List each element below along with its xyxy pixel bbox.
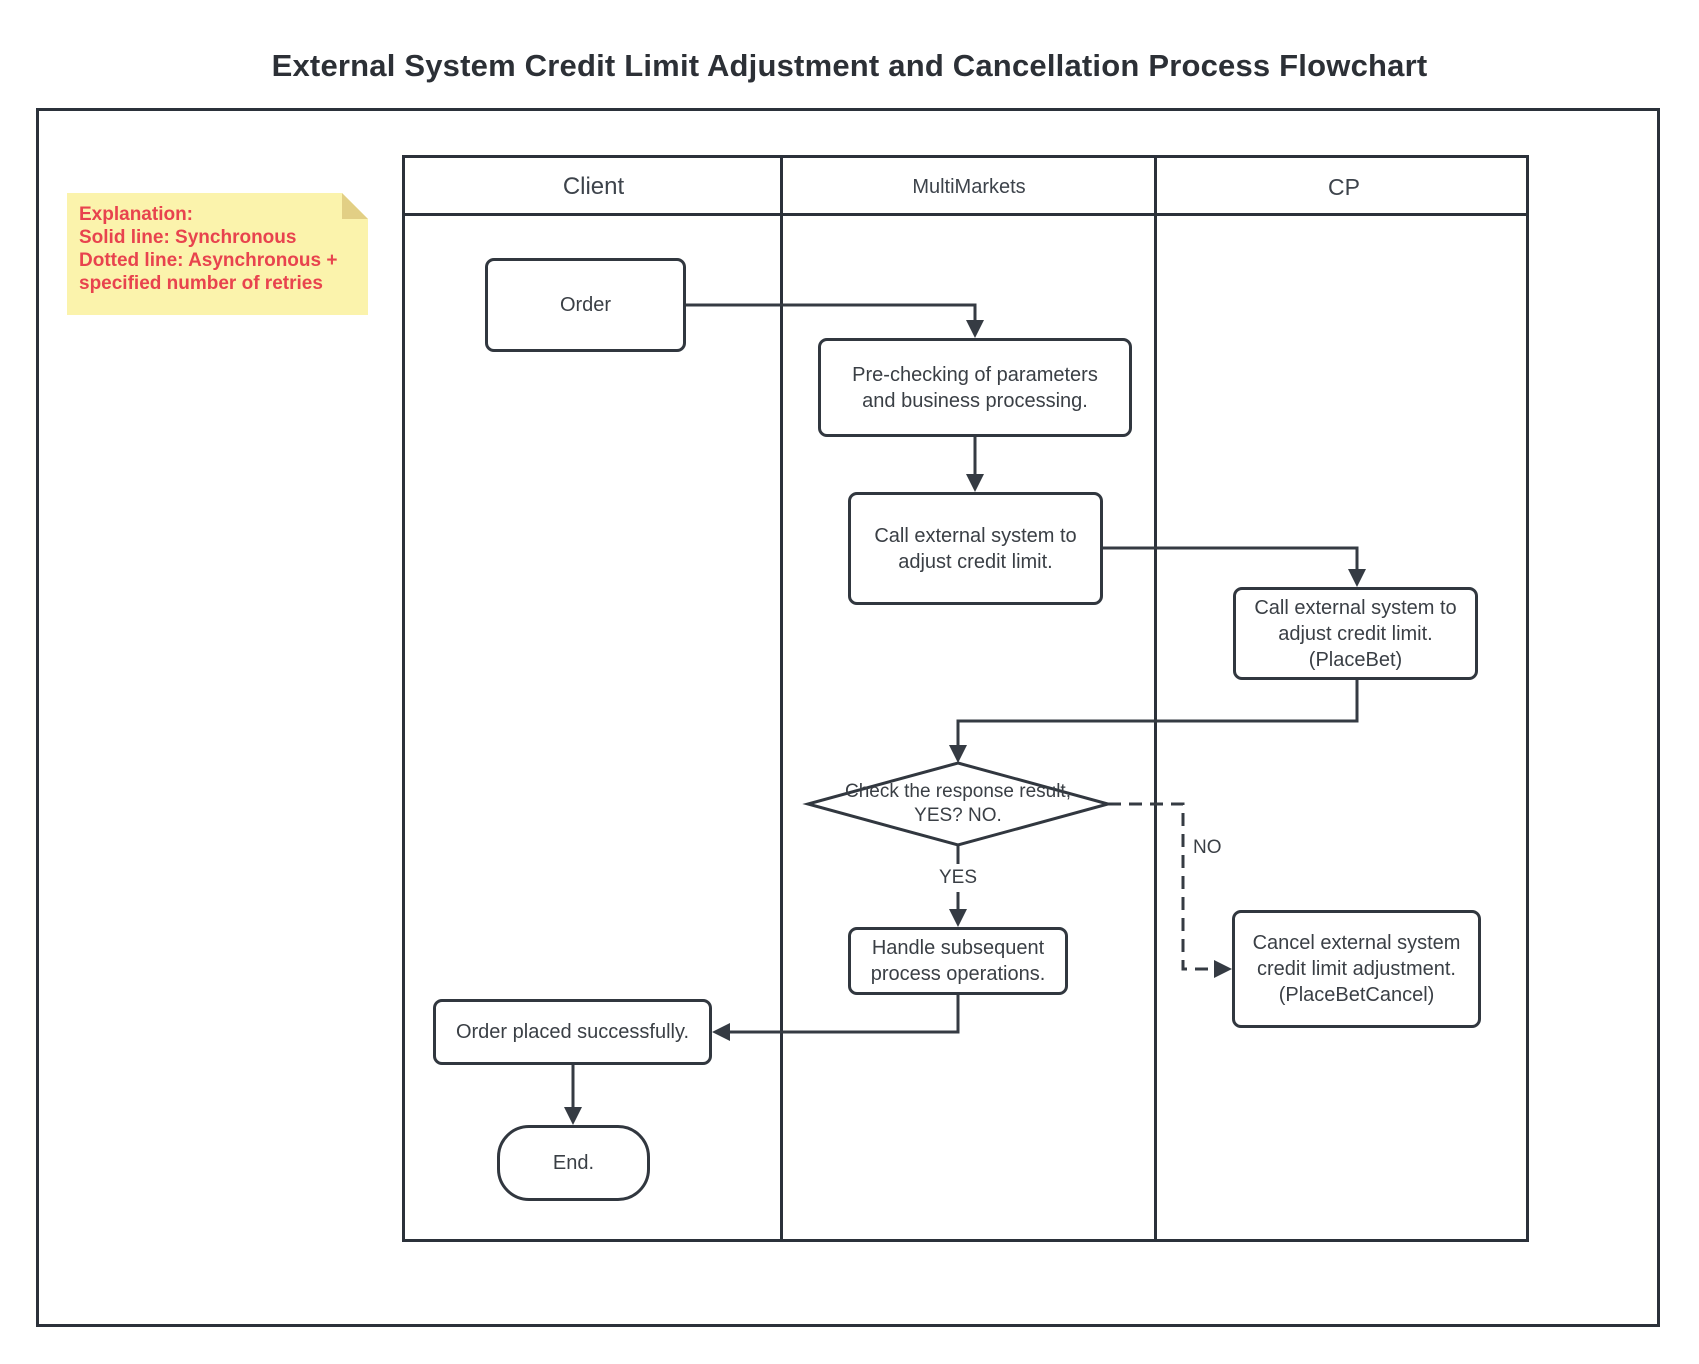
lane-label-multimarkets: MultiMarkets: [912, 175, 1026, 198]
note-line-solid: Solid line: Synchronous: [79, 227, 297, 248]
node-end-terminator: End.: [497, 1125, 650, 1201]
node-call-external-multimarkets: Call external system to adjust credit li…: [848, 492, 1103, 605]
lane-label-client: Client: [562, 173, 625, 200]
lane-header-client: Client: [405, 158, 782, 216]
node-call-external-placebet: Call external system to adjust credit li…: [1233, 587, 1478, 680]
node-order: Order: [485, 258, 686, 352]
lane-label-cp: CP: [1328, 173, 1360, 200]
page-title: External System Credit Limit Adjustment …: [271, 48, 1428, 83]
lane-header-cp: CP: [1156, 158, 1532, 216]
node-precheck: Pre-checking of parameters and business …: [818, 338, 1132, 437]
node-cancel-placebetcancel: Cancel external system credit limit adju…: [1232, 910, 1481, 1028]
lane-divider-multimarkets-cp: [1154, 158, 1157, 1239]
node-order-placed-successfully: Order placed successfully.: [433, 999, 712, 1065]
node-handle-subsequent: Handle subsequent process operations.: [848, 927, 1068, 995]
outer-border: [36, 108, 1660, 1327]
legend-note: Explanation: Solid line: Synchronous Dot…: [67, 193, 368, 315]
edge-label-no: NO: [1193, 837, 1222, 858]
lane-header-multimarkets: MultiMarkets: [782, 158, 1156, 216]
lane-divider-client-multimarkets: [780, 158, 783, 1239]
decision-diamond-label: Check the response result, YES? NO.: [844, 781, 1071, 826]
lane-header-row: [405, 158, 1526, 216]
note-line-dotted: Dotted line: Asynchronous +: [79, 250, 338, 271]
note-line-heading: Explanation:: [79, 204, 194, 225]
edge-label-yes: YES: [932, 864, 984, 892]
note-line-retries: specified number of retries: [79, 273, 323, 294]
